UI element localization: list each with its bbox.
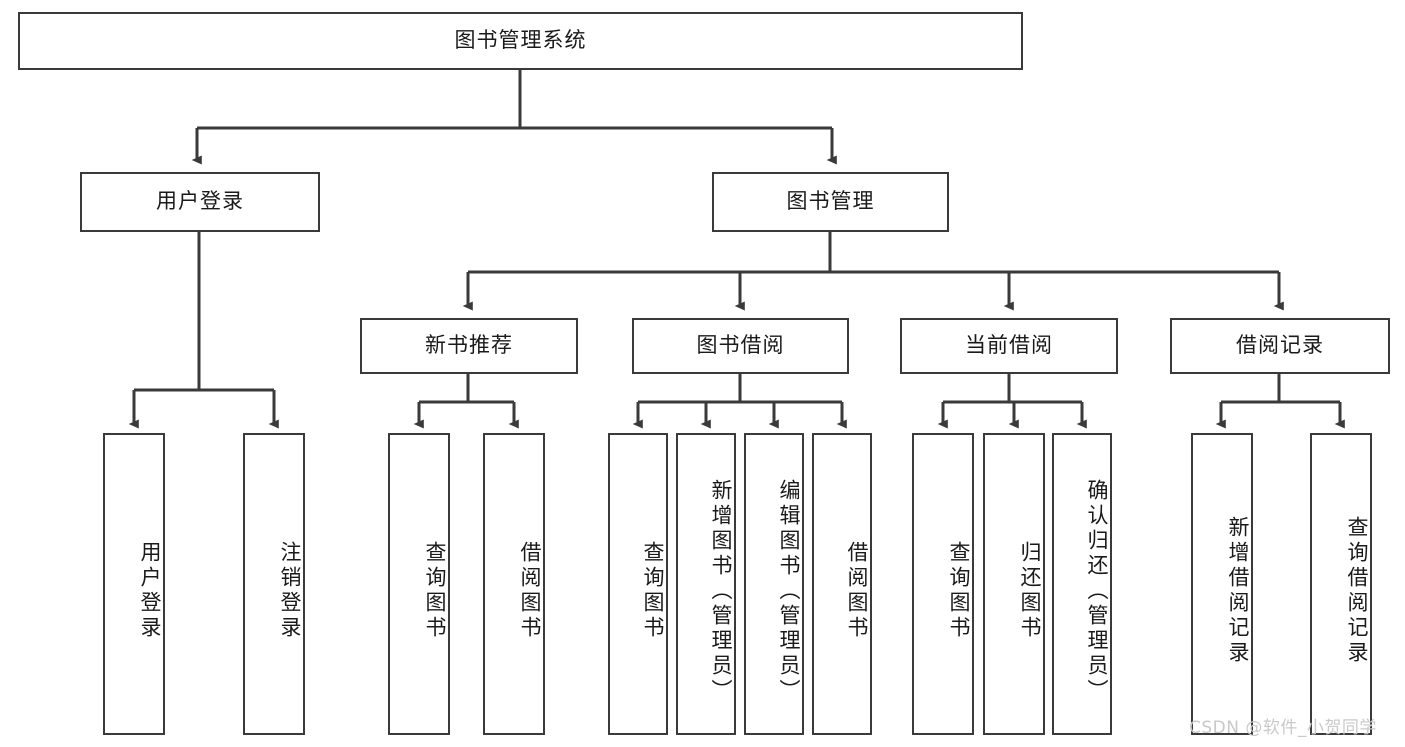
node-label: 新增借阅记录 <box>1226 516 1250 666</box>
leaf-query-borrow-record[interactable]: 查询借阅记录 <box>1310 433 1372 735</box>
node-label: 编辑图书（管理员） <box>777 478 801 704</box>
node-user-login[interactable]: 用户登录 <box>80 172 320 232</box>
leaf-return-book[interactable]: 归还图书 <box>983 433 1045 735</box>
leaf-add-book-admin[interactable]: 新增图书（管理员） <box>676 433 736 735</box>
node-label: 查询图书 <box>947 541 971 641</box>
node-label: 图书管理系统 <box>454 28 587 53</box>
node-label: 新书推荐 <box>425 333 513 358</box>
leaf-borrow-book[interactable]: 借阅图书 <box>812 433 872 735</box>
csdn-watermark: CSDN @软件_小贺同学 <box>1189 718 1377 738</box>
node-label: 查询借阅记录 <box>1345 516 1369 666</box>
node-label: 用户登录 <box>138 541 162 641</box>
node-label: 图书管理 <box>786 189 875 214</box>
leaf-query-book-current[interactable]: 查询图书 <box>912 433 974 735</box>
node-new-book-recommend[interactable]: 新书推荐 <box>360 318 578 374</box>
leaf-edit-book-admin[interactable]: 编辑图书（管理员） <box>744 433 804 735</box>
node-borrow-record[interactable]: 借阅记录 <box>1170 318 1390 374</box>
node-label: 借阅图书 <box>518 541 542 641</box>
node-label: 查询图书 <box>423 541 447 641</box>
leaf-query-book-borrow[interactable]: 查询图书 <box>608 433 668 735</box>
node-label: 借阅记录 <box>1236 333 1324 358</box>
node-root-book-management-system[interactable]: 图书管理系统 <box>18 12 1023 70</box>
leaf-user-login[interactable]: 用户登录 <box>103 433 165 735</box>
node-label: 图书借阅 <box>696 333 785 358</box>
leaf-user-logout[interactable]: 注销登录 <box>243 433 305 735</box>
node-label: 借阅图书 <box>845 541 869 641</box>
node-book-borrow[interactable]: 图书借阅 <box>632 318 849 374</box>
node-current-borrow[interactable]: 当前借阅 <box>900 318 1118 374</box>
node-label: 用户登录 <box>156 189 244 214</box>
node-label: 确认归还（管理员） <box>1085 478 1109 704</box>
leaf-confirm-return-admin[interactable]: 确认归还（管理员） <box>1052 433 1112 735</box>
node-label: 新增图书（管理员） <box>709 478 733 704</box>
leaf-borrow-book-recommend[interactable]: 借阅图书 <box>483 433 545 735</box>
leaf-add-borrow-record[interactable]: 新增借阅记录 <box>1191 433 1253 735</box>
node-book-management[interactable]: 图书管理 <box>712 172 949 232</box>
leaf-query-book-recommend[interactable]: 查询图书 <box>388 433 450 735</box>
node-label: 注销登录 <box>278 541 302 641</box>
node-label: 归还图书 <box>1018 541 1042 641</box>
node-label: 当前借阅 <box>965 333 1053 358</box>
node-label: 查询图书 <box>641 541 665 641</box>
